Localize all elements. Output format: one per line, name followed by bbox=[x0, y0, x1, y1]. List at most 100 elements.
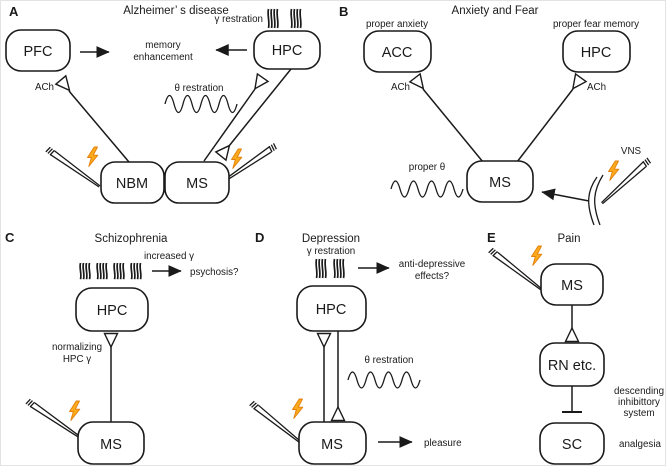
stimulation-bolt-icon bbox=[608, 160, 620, 181]
effect-label: enhancement bbox=[133, 52, 193, 63]
panel-title: Anxiety and Fear bbox=[452, 5, 539, 17]
acc-caption: proper anxiety bbox=[366, 19, 428, 30]
connection-ms-hpc bbox=[516, 88, 574, 163]
panel-letter: D bbox=[255, 230, 264, 245]
ms-node bbox=[77, 421, 145, 465]
effect-label: effects? bbox=[415, 271, 450, 282]
ms-node-label: MS bbox=[561, 278, 583, 294]
hpc-node-label: HPC bbox=[316, 302, 347, 318]
hpc-caption: proper fear memory bbox=[553, 19, 639, 30]
stimulation-bolt-icon bbox=[87, 146, 99, 167]
panel-depression: D Depression γ restration anti-depressiv… bbox=[248, 230, 466, 465]
increased-gamma-label: increased γ bbox=[144, 251, 194, 262]
pleasure-label: pleasure bbox=[424, 438, 462, 449]
ms-node bbox=[466, 160, 534, 203]
synapse-terminal-icon bbox=[409, 73, 430, 94]
spike-train-icon bbox=[290, 8, 302, 29]
system-label: system bbox=[623, 408, 654, 419]
theta-wave-icon bbox=[347, 371, 421, 389]
panel-title: Alzheimer’ s disease bbox=[123, 5, 228, 17]
theta-restoration-label: θ restration bbox=[174, 83, 223, 94]
hpc-node-label: HPC bbox=[581, 45, 612, 61]
system-label: inhibittory bbox=[618, 397, 660, 408]
panel-title: Pain bbox=[557, 233, 580, 245]
synapse-terminal-icon bbox=[566, 73, 587, 94]
synapse-terminal-icon bbox=[215, 140, 236, 161]
connection-ms-acc bbox=[422, 88, 484, 163]
arrow bbox=[541, 188, 590, 202]
sc-node-label: SC bbox=[562, 437, 582, 453]
ms-node-label: MS bbox=[489, 175, 511, 191]
spike-train-icon bbox=[267, 8, 279, 29]
panel-title: Schizophrenia bbox=[95, 233, 168, 245]
panel-anxiety-fear: B Anxiety and Fear proper anxiety proper… bbox=[339, 4, 652, 226]
synapse-terminal-icon bbox=[316, 332, 332, 348]
spike-train-icon bbox=[96, 262, 108, 280]
hpc-node bbox=[296, 285, 367, 332]
stimulation-bolt-icon bbox=[231, 148, 243, 169]
panel-title: Depression bbox=[302, 233, 360, 245]
panel-letter: B bbox=[339, 4, 348, 19]
electrode-icon bbox=[599, 157, 652, 207]
ms-node bbox=[540, 263, 604, 306]
hpc-node bbox=[253, 30, 321, 70]
nbm-node bbox=[100, 161, 165, 204]
ms-node-label: MS bbox=[321, 437, 343, 453]
nbm-node-label: NBM bbox=[116, 176, 148, 192]
vagus-nerve-icon bbox=[588, 176, 598, 226]
ms-node bbox=[164, 161, 230, 204]
ach-label: ACh bbox=[35, 82, 54, 93]
effect-label: anti-depressive bbox=[399, 259, 466, 270]
analgesia-label: analgesia bbox=[619, 439, 661, 450]
system-label: descending bbox=[614, 386, 664, 397]
synapse-terminal-icon bbox=[248, 73, 269, 94]
stimulation-bolt-icon bbox=[292, 398, 304, 419]
panel-letter: E bbox=[487, 230, 496, 245]
gamma-restoration-label: γ restration bbox=[307, 246, 355, 257]
panel-letter: C bbox=[5, 230, 15, 245]
spike-train-icon bbox=[113, 262, 125, 280]
gamma-restoration-label: γ restration bbox=[215, 14, 263, 25]
ms-node-label: MS bbox=[186, 176, 208, 192]
spike-train-icon bbox=[333, 258, 345, 279]
acc-node bbox=[363, 30, 432, 73]
theta-wave-icon bbox=[164, 94, 238, 114]
vagus-nerve-icon bbox=[594, 174, 604, 226]
psychosis-label: psychosis? bbox=[190, 267, 239, 278]
stimulation-bolt-icon bbox=[531, 245, 543, 266]
connection-nbm-pfc bbox=[68, 90, 130, 163]
rn-node bbox=[539, 342, 605, 387]
ach-label: ACh bbox=[587, 82, 606, 93]
stimulation-bolt-icon bbox=[69, 400, 81, 421]
rn-node-label: RN etc. bbox=[548, 358, 596, 374]
spike-train-icon bbox=[79, 262, 91, 280]
effect-label: memory bbox=[145, 40, 180, 51]
panel-letter: A bbox=[9, 4, 19, 19]
spike-train-icon bbox=[130, 262, 142, 280]
synapse-terminal-icon bbox=[55, 75, 76, 96]
hpc-node-label: HPC bbox=[272, 43, 303, 59]
synapse-terminal-icon bbox=[103, 332, 119, 348]
normalizing-label: normalizing bbox=[52, 342, 102, 353]
vns-label: VNS bbox=[621, 146, 642, 157]
spike-train-icon bbox=[315, 258, 327, 279]
normalizing-label: HPC γ bbox=[63, 354, 91, 365]
pfc-node bbox=[5, 29, 71, 72]
hpc-node bbox=[75, 287, 149, 332]
theta-restoration-label: θ restration bbox=[364, 355, 413, 366]
pfc-node-label: PFC bbox=[24, 44, 53, 60]
connection-hpc-ms bbox=[228, 68, 292, 147]
synapse-terminal-icon bbox=[330, 406, 346, 422]
sc-node bbox=[539, 422, 605, 465]
synapse-terminal-icon bbox=[564, 327, 580, 343]
theta-label: proper θ bbox=[409, 162, 446, 173]
ms-node-label: MS bbox=[100, 437, 122, 453]
theta-wave-icon bbox=[390, 180, 464, 198]
connection-ms-hpc bbox=[203, 88, 256, 162]
ms-node bbox=[298, 421, 367, 465]
hpc-node-label: HPC bbox=[97, 303, 128, 319]
acc-node-label: ACC bbox=[382, 45, 413, 61]
hpc-node bbox=[562, 30, 631, 73]
